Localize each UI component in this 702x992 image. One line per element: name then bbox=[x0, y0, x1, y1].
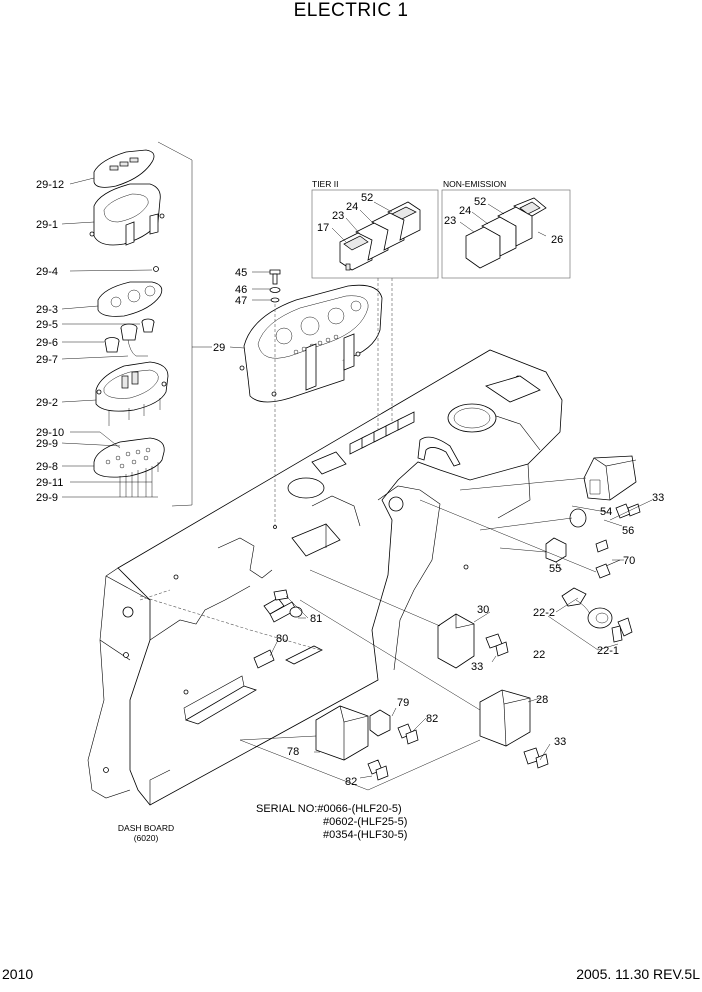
callout-17: 17 bbox=[317, 222, 329, 234]
callout-29-4: 29-4 bbox=[36, 266, 58, 278]
callout-82-b: 82 bbox=[345, 776, 357, 788]
circuit-board-part bbox=[93, 437, 165, 497]
callout-81: 81 bbox=[310, 613, 322, 625]
callout-79: 79 bbox=[397, 697, 409, 709]
callout-29-8: 29-8 bbox=[36, 461, 58, 473]
serial-number-block: SERIAL NO:#0066-(HLF20-5) #0602-(HLF25-5… bbox=[256, 803, 407, 842]
callout-82-a: 82 bbox=[426, 713, 438, 725]
callout-23-b: 23 bbox=[444, 215, 456, 227]
callout-22: 22 bbox=[533, 649, 545, 661]
callout-22-1: 22-1 bbox=[597, 645, 619, 657]
callout-46: 46 bbox=[235, 284, 247, 296]
serial-line-1: SERIAL NO:#0066-(HLF20-5) bbox=[256, 803, 402, 815]
switch-assembly-part bbox=[465, 197, 547, 269]
callout-29: 29 bbox=[213, 342, 225, 354]
tier-ii-box bbox=[311, 189, 439, 430]
callout-80: 80 bbox=[276, 633, 288, 645]
screw-part bbox=[153, 266, 159, 272]
callout-29-12: 29-12 bbox=[36, 179, 64, 191]
serial-line-3: #0354-(HLF30-5) bbox=[323, 829, 408, 841]
callout-33-c: 33 bbox=[554, 736, 566, 748]
callout-26: 26 bbox=[551, 234, 563, 246]
callout-29-9-a: 29-9 bbox=[36, 438, 58, 450]
callout-29-5: 29-5 bbox=[36, 319, 58, 331]
callout-33-b: 33 bbox=[471, 661, 483, 673]
callout-56: 56 bbox=[622, 525, 634, 537]
callout-29-10: 29-10 bbox=[36, 427, 64, 439]
dash-board-name: DASH BOARD bbox=[117, 823, 175, 833]
revision-date: 2005. 11.30 REV.5L bbox=[576, 966, 700, 982]
callout-55: 55 bbox=[549, 563, 561, 575]
non-emission-label: NON-EMISSION bbox=[443, 179, 506, 189]
page-title: ELECTRIC 1 bbox=[293, 0, 409, 21]
indicator-lamps-part bbox=[104, 318, 155, 357]
cluster-shell-part bbox=[89, 183, 165, 246]
cluster-housing-part bbox=[95, 361, 169, 426]
callout-29-3: 29-3 bbox=[36, 304, 58, 316]
dash-board-body bbox=[87, 349, 563, 806]
non-emission-box bbox=[441, 189, 571, 279]
page-number: 2010 bbox=[2, 966, 34, 982]
cluster-assembly bbox=[229, 269, 383, 529]
dash-board-caption: DASH BOARD (6020) bbox=[100, 823, 192, 843]
callout-54: 54 bbox=[600, 506, 612, 518]
callout-47: 47 bbox=[235, 295, 247, 307]
callout-30: 30 bbox=[477, 604, 489, 616]
right-components bbox=[139, 455, 653, 791]
callout-78: 78 bbox=[287, 746, 299, 758]
serial-line-2: #0602-(HLF25-5) bbox=[323, 816, 408, 828]
tier-ii-label: TIER II bbox=[312, 179, 338, 189]
callout-22-2: 22-2 bbox=[533, 607, 555, 619]
callout-52-a: 52 bbox=[361, 192, 373, 204]
cluster-exploded-view bbox=[61, 141, 212, 507]
callout-29-11: 29-11 bbox=[36, 477, 63, 489]
callout-70: 70 bbox=[623, 555, 635, 567]
callout-23-a: 23 bbox=[332, 210, 344, 222]
callout-29-2: 29-2 bbox=[36, 397, 58, 409]
rocker-switch-part bbox=[339, 201, 421, 271]
gauge-panel-part bbox=[97, 281, 163, 317]
callout-33-a: 33 bbox=[652, 492, 664, 504]
callout-29-7: 29-7 bbox=[36, 354, 58, 366]
dash-board-code: (6020) bbox=[133, 833, 159, 843]
cluster-cover-part bbox=[93, 149, 155, 188]
callout-45: 45 bbox=[235, 267, 247, 279]
callout-29-1: 29-1 bbox=[36, 219, 58, 231]
callout-28: 28 bbox=[536, 694, 548, 706]
callout-29-9-b: 29-9 bbox=[36, 492, 58, 504]
callout-29-6: 29-6 bbox=[36, 337, 58, 349]
callout-labels: 29-12 29-1 29-4 29-3 29-5 29-6 29-7 29-2… bbox=[36, 179, 664, 788]
callout-24-a: 24 bbox=[346, 201, 358, 213]
callout-52-b: 52 bbox=[474, 196, 486, 208]
callout-24-b: 24 bbox=[459, 205, 471, 217]
